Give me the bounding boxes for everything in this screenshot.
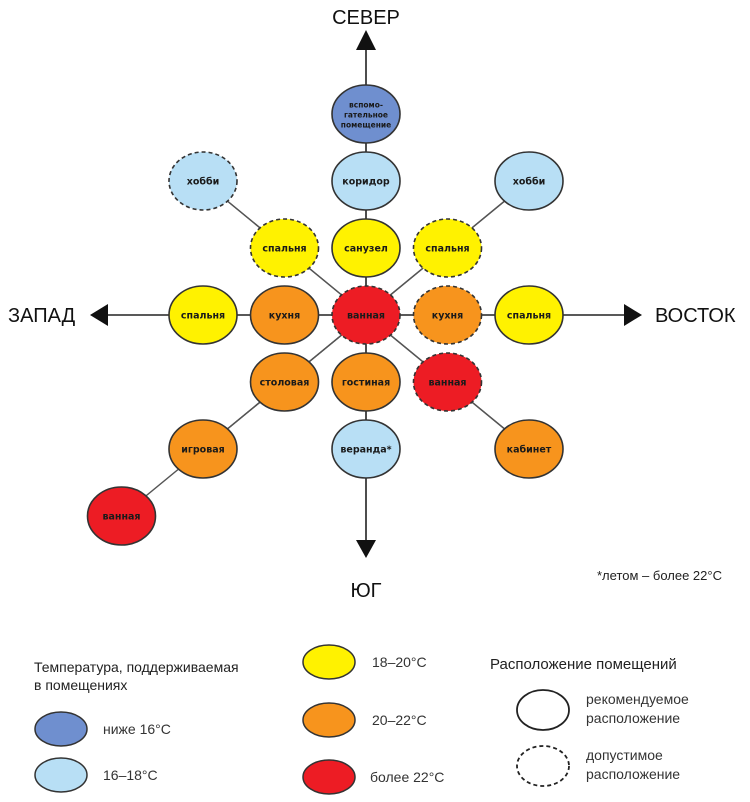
room-label: помещение bbox=[341, 121, 391, 130]
room-ellipse bbox=[494, 419, 564, 479]
legend-label-20-22: 20–22°С bbox=[372, 712, 427, 728]
legend-swatch-below-16 bbox=[34, 711, 88, 747]
veranda-footnote: *летом – более 22°С bbox=[597, 568, 722, 583]
room-label: ванная bbox=[428, 378, 466, 389]
room-node-kitchen-west: кухня bbox=[249, 285, 320, 345]
room-ellipse bbox=[494, 285, 564, 345]
room-label: ванная bbox=[347, 311, 385, 322]
room-label: ванная bbox=[102, 512, 140, 523]
temperature-legend-title-line1: Температура, поддерживаемая bbox=[34, 659, 239, 675]
west-arrow-icon bbox=[90, 304, 108, 326]
legend-label-allowed-line1: допустимое bbox=[586, 747, 663, 763]
room-ellipse bbox=[249, 285, 320, 345]
room-ellipse bbox=[412, 352, 483, 412]
legend-label-recommended-line2: расположение bbox=[586, 710, 681, 726]
room-label: гательное bbox=[344, 111, 388, 120]
temperature-legend-title-line2: в помещениях bbox=[34, 677, 128, 693]
room-ellipse bbox=[331, 84, 401, 144]
room-node-bedroom-west: спальня bbox=[168, 285, 238, 345]
room-node-bedroom-northwest: спальня bbox=[249, 218, 320, 278]
room-label: санузел bbox=[344, 244, 388, 255]
room-label: спальня bbox=[507, 311, 551, 322]
room-label: вспомо- bbox=[349, 101, 383, 110]
legend-label-recommended-line1: рекомендуемое bbox=[586, 691, 689, 707]
room-label: кухня bbox=[269, 311, 300, 322]
room-node-bedroom-east: спальня bbox=[494, 285, 564, 345]
room-node-bedroom-northeast: спальня bbox=[412, 218, 483, 278]
room-label: хобби bbox=[513, 177, 546, 188]
room-label: кабинет bbox=[507, 445, 552, 456]
room-ellipse bbox=[412, 218, 483, 278]
legend-label-below-16: ниже 16°С bbox=[103, 721, 171, 737]
legend-swatch-18-20 bbox=[302, 644, 356, 680]
room-node-kitchen-east: кухня bbox=[412, 285, 483, 345]
room-node-hobby-east: хобби bbox=[494, 151, 564, 211]
room-label: спальня bbox=[262, 244, 306, 255]
room-ellipse bbox=[249, 352, 320, 412]
legend-swatch-20-22 bbox=[302, 702, 356, 738]
room-ellipse bbox=[494, 151, 564, 211]
room-node-living: гостиная bbox=[331, 352, 401, 412]
room-label: столовая bbox=[260, 378, 310, 389]
room-ellipse bbox=[331, 218, 401, 278]
room-ellipse bbox=[168, 285, 238, 345]
room-node-bathroom-southeast: ванная bbox=[412, 352, 483, 412]
room-node-dining: столовая bbox=[249, 352, 320, 412]
legend-label-16-18: 16–18°С bbox=[103, 767, 158, 783]
room-ellipse bbox=[331, 285, 401, 345]
legend-label-allowed-line2: расположение bbox=[586, 766, 681, 782]
legend-label-above-22: более 22°С bbox=[370, 769, 445, 785]
legend-label-recommended: рекомендуемое расположение bbox=[586, 690, 689, 728]
direction-north: СЕВЕР bbox=[332, 7, 400, 29]
legend-swatch-recommended bbox=[516, 689, 570, 731]
room-node-playroom: игровая bbox=[168, 419, 238, 479]
direction-east: ВОСТОК bbox=[655, 305, 736, 327]
legend-swatch-above-22 bbox=[302, 759, 356, 795]
room-label: спальня bbox=[425, 244, 469, 255]
room-label: игровая bbox=[181, 445, 224, 456]
room-node-veranda: веранда* bbox=[331, 419, 401, 479]
legend-swatch-allowed bbox=[516, 745, 570, 787]
direction-west: ЗАПАД bbox=[8, 305, 76, 327]
room-label: гостиная bbox=[342, 378, 390, 389]
room-ellipse bbox=[331, 419, 401, 479]
room-ellipse bbox=[249, 218, 320, 278]
room-ellipse bbox=[86, 486, 157, 546]
room-node-study: кабинет bbox=[494, 419, 564, 479]
room-label: хобби bbox=[187, 177, 220, 188]
placement-legend-title: Расположение помещений bbox=[490, 656, 677, 673]
direction-south: ЮГ bbox=[350, 580, 381, 602]
temperature-legend-title: Температура, поддерживаемая в помещениях bbox=[34, 658, 239, 694]
legend-label-allowed: допустимое расположение bbox=[586, 746, 680, 784]
room-node-hobby-west: хобби bbox=[168, 151, 238, 211]
room-ellipse bbox=[168, 419, 238, 479]
room-node-bathroom-center: ванная bbox=[331, 285, 401, 345]
legend-swatch-16-18 bbox=[34, 757, 88, 793]
room-ellipse bbox=[331, 151, 401, 211]
legend-label-18-20: 18–20°С bbox=[372, 654, 427, 670]
east-arrow-icon bbox=[624, 304, 642, 326]
room-ellipse bbox=[412, 285, 483, 345]
room-node-corridor: коридор bbox=[331, 151, 401, 211]
room-node-bathroom-southwest: ванная bbox=[86, 486, 157, 546]
room-node-wc: санузел bbox=[331, 218, 401, 278]
south-arrow-icon bbox=[356, 540, 376, 558]
room-ellipse bbox=[168, 151, 238, 211]
room-label: веранда* bbox=[340, 445, 391, 456]
room-ellipse bbox=[331, 352, 401, 412]
north-arrow-icon bbox=[356, 30, 376, 50]
room-label: спальня bbox=[181, 311, 225, 322]
room-label: коридор bbox=[342, 177, 390, 188]
room-label: кухня bbox=[432, 311, 463, 322]
